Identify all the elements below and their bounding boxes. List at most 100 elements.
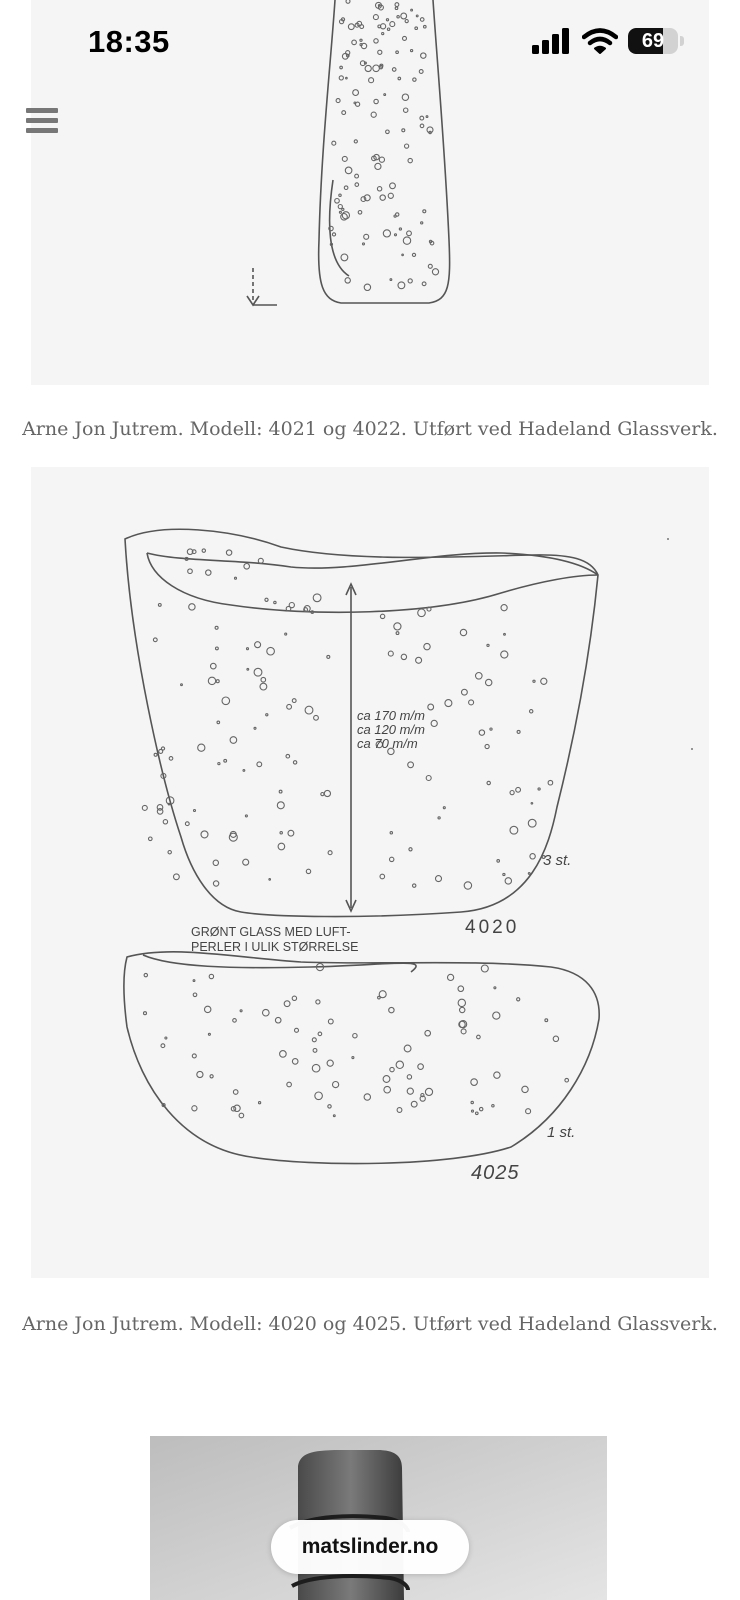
air-bubble [397,281,406,290]
air-bubble [279,831,283,835]
air-bubble [540,677,548,685]
air-bubble [414,26,419,31]
air-bubble [376,186,383,192]
air-bubble [363,283,372,292]
air-bubble [412,77,417,82]
url-text: matslinder.no [301,1535,439,1558]
air-bubble [242,768,246,772]
air-bubble [515,786,522,793]
air-bubble [509,789,515,796]
air-bubble [216,720,221,725]
air-bubble [395,631,400,636]
air-bubble [458,1006,466,1014]
air-bubble [480,964,489,973]
air-bubble [409,48,414,53]
air-bubble [152,637,158,643]
air-bubble [338,18,345,25]
air-bubble [291,995,298,1002]
air-bubble [532,679,536,683]
air-bubble [478,729,486,736]
air-bubble [424,1029,432,1037]
air-bubble [225,549,233,556]
air-bubble [160,746,166,751]
air-bubble [377,995,381,1000]
air-bubble [363,61,367,65]
air-bubble [239,1009,243,1013]
air-bubble [422,209,427,214]
air-bubble [489,727,493,731]
air-bubble [373,153,380,161]
air-bubble [200,830,209,839]
air-bubble [372,64,380,73]
air-bubble [187,568,193,575]
air-bubble [338,193,342,198]
air-bubble [334,197,340,204]
air-bubble [529,853,536,860]
air-bubble [406,1074,413,1080]
air-bubble [232,1089,239,1095]
air-bubble [265,713,269,717]
air-bubble [253,726,257,730]
air-bubble [388,1006,395,1014]
air-bubble [167,802,171,806]
gallery-image-2[interactable]: ca 170 m/m ca 120 m/m ca 70 m/m 3 st. 1 … [31,467,709,1278]
air-bubble [331,232,337,237]
air-bubble [401,253,404,257]
air-bubble [285,605,292,612]
air-bubble [484,743,490,750]
air-bubble [378,156,386,163]
glass-object-photo [150,1436,607,1600]
air-bubble [428,239,433,244]
air-bubble [492,1011,501,1020]
air-bubble [387,192,394,199]
air-bubble [188,603,196,611]
browser-url-bar[interactable]: matslinder.no [271,1520,469,1574]
air-bubble [310,610,315,614]
air-bubble [428,130,432,135]
air-bubble [214,625,219,630]
air-bubble [394,6,399,11]
air-bubble [351,1056,355,1060]
air-bubble [357,209,363,215]
air-bubble [396,15,400,19]
air-bubble [338,75,344,81]
air-bubble [172,873,180,881]
air-bubble [160,1043,166,1049]
air-bubble [401,35,408,41]
status-time: 18:35 [88,24,170,59]
air-bubble [431,268,440,276]
air-bubble [401,93,410,101]
air-bubble [352,89,360,97]
air-bubble [373,38,379,44]
air-bubble [147,836,153,842]
air-bubble [383,1085,392,1094]
air-bubble [400,12,408,20]
vase-drawing-4021-4022 [246,0,451,307]
air-bubble [158,748,164,754]
image-caption-2: Arne Jon Jutrem. Modell: 4020 og 4025. U… [22,1313,718,1335]
air-bubble [377,49,383,55]
air-bubble [167,849,172,855]
gallery-image-1[interactable] [31,0,709,385]
air-bubble [378,990,387,999]
hamburger-menu-icon[interactable] [26,108,58,136]
air-bubble [406,230,412,237]
air-bubble [393,622,402,631]
air-bubble [341,211,351,220]
air-bubble [161,1103,166,1108]
air-bubble [184,556,189,561]
air-bubble [509,825,519,835]
air-bubble [268,878,272,881]
air-bubble [410,8,414,12]
gallery-image-3[interactable] [150,1436,607,1600]
air-bubble [315,999,321,1005]
air-bubble [525,1108,532,1115]
air-bubble [212,859,220,867]
model-number-top: 4020 [465,917,519,938]
bowl-drawing-4020-4025: ca 170 m/m ca 120 m/m ca 70 m/m 3 st. 1 … [123,528,693,1184]
air-bubble [530,801,534,805]
air-bubble [363,233,370,240]
air-bubble [383,93,387,97]
air-bubble [391,67,397,72]
air-bubble [246,667,250,671]
